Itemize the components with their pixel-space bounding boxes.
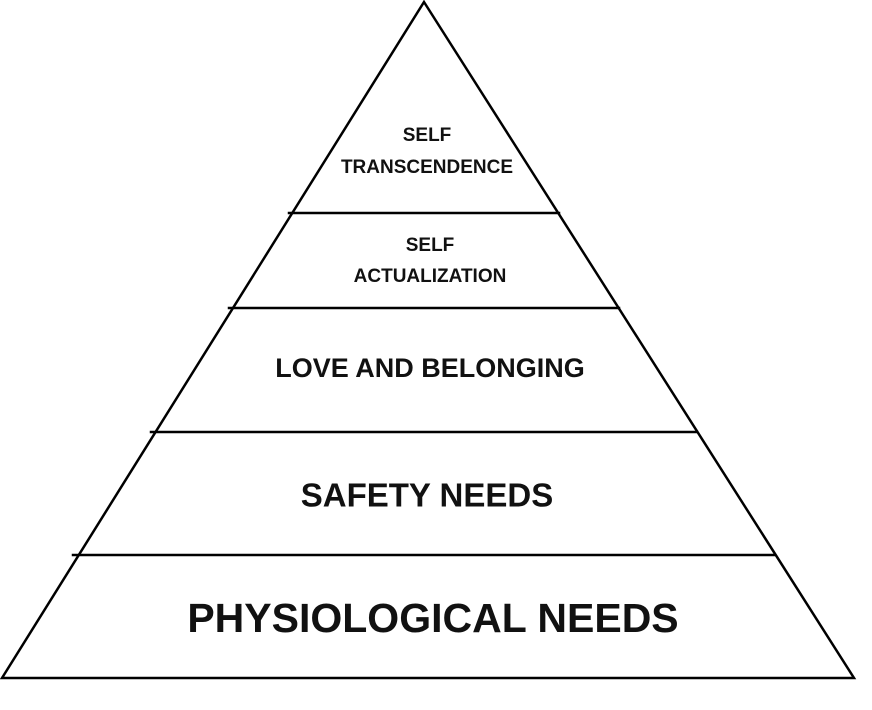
- tier-self-actualization: SELF ACTUALIZATION: [354, 235, 507, 287]
- tier-safety-needs: SAFETY NEEDS: [301, 477, 553, 514]
- tier-love-and-belonging: LOVE AND BELONGING: [275, 353, 585, 383]
- self-actualization-line2: ACTUALIZATION: [354, 266, 507, 287]
- pyramid-outline: [0, 0, 857, 680]
- self-transcendence-line2: TRANSCENDENCE: [341, 157, 513, 178]
- self-actualization-line1: SELF: [406, 235, 455, 256]
- tier-physiological-needs: PHYSIOLOGICAL NEEDS: [187, 595, 678, 641]
- tier-self-transcendence: SELF TRANSCENDENCE: [341, 125, 513, 178]
- self-transcendence-line1: SELF: [403, 125, 452, 146]
